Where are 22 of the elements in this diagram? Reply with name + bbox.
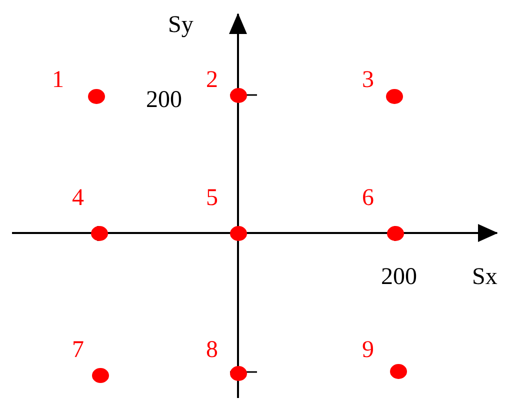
point-number: 9	[362, 338, 374, 362]
data-point	[92, 368, 108, 382]
point-number: 1	[52, 68, 64, 92]
axis-label: Sy	[168, 13, 194, 37]
point-number: 5	[206, 186, 218, 210]
tick-label: 200	[381, 265, 417, 289]
data-point	[90, 226, 108, 240]
point-number: 2	[206, 68, 218, 92]
point-number: 4	[72, 186, 84, 210]
data-point	[230, 226, 246, 240]
data-point	[230, 366, 246, 380]
data-point	[390, 364, 406, 378]
point-number: 8	[206, 338, 218, 362]
data-point	[88, 88, 104, 104]
data-point	[386, 88, 402, 104]
point-number: 3	[362, 68, 374, 92]
data-point	[230, 88, 246, 102]
point-number: 6	[362, 186, 374, 210]
point-number: 7	[72, 338, 84, 362]
data-point	[386, 226, 404, 240]
tick-label: 200	[146, 88, 182, 112]
axis-label: Sx	[472, 265, 498, 289]
